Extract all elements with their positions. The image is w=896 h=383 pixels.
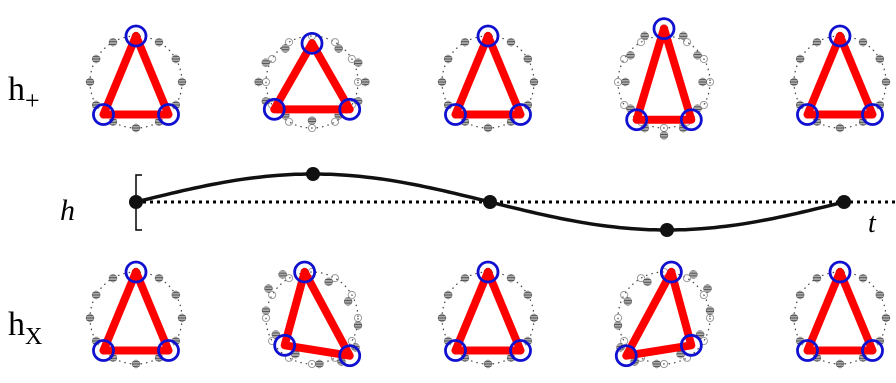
- waveform-point-end: [837, 195, 851, 209]
- triangle-arms: [280, 268, 354, 360]
- row-label-plus-sub: +: [25, 86, 40, 115]
- axis-label-t: t: [868, 208, 877, 239]
- rest-position-ghost: [682, 38, 692, 47]
- rest-position-ghost: [284, 117, 294, 126]
- triangle-arms: [99, 268, 173, 355]
- rest-position-ghost: [347, 290, 356, 300]
- rest-position-ghost: [330, 274, 340, 283]
- rest-position-ghost: [620, 290, 629, 300]
- waveform-point-peak: [306, 167, 320, 181]
- row-label-cross-sub: X: [25, 324, 42, 350]
- cross-ring-4: [613, 260, 715, 369]
- rest-position-ghost: [699, 290, 708, 300]
- test-mass-ring-left: [262, 97, 286, 121]
- cross-ring-1: [85, 260, 187, 369]
- rest-position-ghost: [268, 54, 277, 64]
- rest-position-ghost: [620, 100, 629, 110]
- reference-ring: [265, 271, 359, 365]
- cross-ring-3: [437, 260, 539, 369]
- axis-label-h: h: [60, 194, 75, 227]
- rest-position-ghost: [284, 274, 294, 283]
- test-mass-ring-right: [338, 344, 362, 368]
- rest-position-ghost: [268, 290, 277, 300]
- test-mass-ring-top: [476, 260, 500, 284]
- test-mass-ring-left: [625, 108, 649, 132]
- plus-ring-4: [613, 17, 715, 140]
- test-mass-ring-right: [509, 339, 532, 362]
- rest-position-ghost: [699, 100, 708, 110]
- rest-position-ghost: [699, 54, 708, 64]
- row-label-cross-h: h: [8, 306, 25, 343]
- row-label-plus: h+: [8, 71, 40, 115]
- triangle-arms: [803, 32, 877, 119]
- test-mass-ring-top: [828, 260, 852, 284]
- test-mass-ring-left: [444, 339, 467, 362]
- triangle-arms: [451, 268, 525, 355]
- test-mass-ring-right: [157, 103, 180, 126]
- test-mass-ring-top: [124, 260, 148, 284]
- test-mass-ring-top: [828, 24, 852, 48]
- triangle-arms: [270, 39, 354, 114]
- test-mass-ring-right: [509, 103, 532, 126]
- plus-ring-1: [85, 24, 187, 133]
- test-mass-ring-left: [444, 103, 467, 126]
- test-mass-ring-top: [659, 260, 683, 284]
- test-mass-ring-right: [157, 339, 180, 362]
- test-mass-ring-left: [796, 103, 819, 126]
- reference-ring: [617, 271, 711, 365]
- row-label-plus-h: h: [8, 71, 25, 108]
- test-mass-ring-top: [124, 24, 148, 48]
- reference-ring: [617, 35, 711, 129]
- test-mass-ring-right: [861, 103, 884, 126]
- triangle-arms: [99, 32, 173, 119]
- triangle-arms: [622, 268, 696, 360]
- triangle-arms: [803, 268, 877, 355]
- test-mass-ring-right: [861, 339, 884, 362]
- rest-position-ghost: [284, 38, 294, 47]
- waveform-axis: [129, 167, 896, 237]
- triangle-arms: [632, 24, 696, 124]
- test-mass-ring-right: [679, 108, 703, 132]
- reference-ring: [265, 35, 359, 129]
- plus-ring-2: [254, 31, 370, 133]
- row-label-cross: hX: [8, 306, 42, 350]
- rest-position-ghost: [330, 117, 340, 126]
- test-mass-ring-right: [338, 97, 362, 121]
- test-mass-ring-top: [300, 31, 324, 55]
- test-mass-ring-left: [92, 103, 115, 126]
- triangle-arms: [451, 32, 525, 119]
- rest-position-ghost: [682, 274, 692, 283]
- rest-position-ghost: [636, 38, 646, 47]
- plus-ring-3: [437, 24, 539, 133]
- rest-position-ghost: [330, 38, 340, 47]
- cross-ring-5: [789, 260, 891, 369]
- test-mass-ring-top: [476, 24, 500, 48]
- test-mass-ring-top: [293, 260, 317, 284]
- test-mass-ring-left: [273, 333, 297, 357]
- test-mass-ring-right: [679, 333, 703, 357]
- test-mass-ring-left: [614, 344, 638, 368]
- plus-polarization-row: [85, 17, 891, 140]
- plus-ring-5: [789, 24, 891, 133]
- rest-position-ghost: [636, 274, 646, 283]
- test-mass-ring-left: [92, 339, 115, 362]
- cross-polarization-row: [85, 260, 891, 369]
- cross-ring-2: [261, 260, 363, 369]
- waveform-point-trough: [660, 223, 674, 237]
- test-mass-ring-top: [652, 17, 676, 41]
- rest-position-ghost: [620, 54, 629, 64]
- test-mass-ring-left: [796, 339, 819, 362]
- waveform-point-zero: [483, 195, 497, 209]
- waveform-point-start: [129, 195, 143, 209]
- rest-position-ghost: [347, 54, 356, 64]
